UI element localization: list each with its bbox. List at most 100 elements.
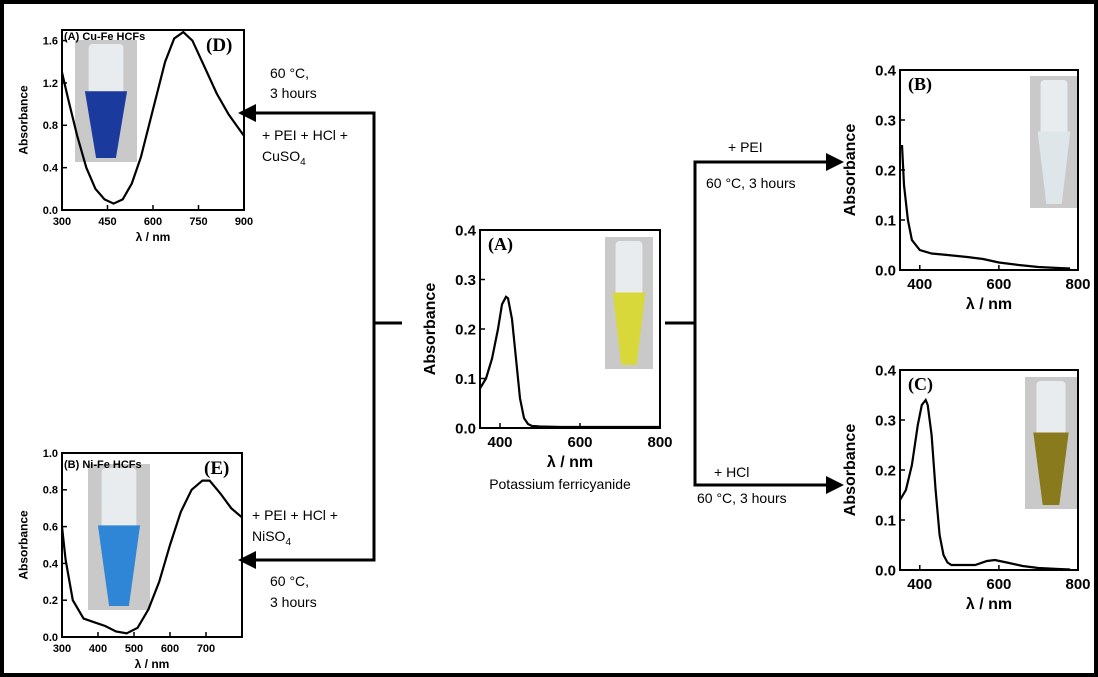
sample-tube-photo xyxy=(1030,76,1078,208)
x-tick-label: 800 xyxy=(1065,276,1090,293)
x-tick-label: 700 xyxy=(197,643,215,655)
y-tick-label: 1.6 xyxy=(43,35,58,47)
panel-tag: (C) xyxy=(908,374,933,395)
plot-frame xyxy=(61,452,243,638)
x-tick-label: 600 xyxy=(986,276,1011,293)
to-d-condition-1: 60 °C, xyxy=(270,65,309,81)
to-e-reagent-1: + PEI + HCl + xyxy=(252,507,338,523)
process-annotations: + PEI 60 °C, 3 hours + HCl 60 °C, 3 hour… xyxy=(252,65,796,610)
to-e-reagent-2: NiSO4 xyxy=(252,528,291,548)
sample-tube-photo xyxy=(1025,377,1077,509)
y-tick-label: 0.4 xyxy=(875,62,897,79)
y-axis-label: Absorbance xyxy=(842,424,859,517)
x-tick-label: 800 xyxy=(647,434,672,451)
arrowhead-to-b xyxy=(826,153,844,171)
y-tick-label: 0.2 xyxy=(875,162,896,179)
y-tick-label: 0.4 xyxy=(455,222,477,239)
panel-tag: (D) xyxy=(206,35,232,56)
y-tick-label: 0.0 xyxy=(875,562,896,579)
x-tick-label: 300 xyxy=(53,216,71,228)
y-tick-label: 0.3 xyxy=(875,412,896,429)
arrowheads xyxy=(238,104,844,569)
y-tick-label: 0.0 xyxy=(43,632,58,644)
tube-glass xyxy=(101,468,137,534)
y-axis-label: Absorbance xyxy=(422,283,439,376)
x-tick-label: 900 xyxy=(235,216,253,228)
to-d-reagent-2: CuSO4 xyxy=(262,148,306,168)
y-tick-label: 0.8 xyxy=(43,485,58,497)
spectrum-line xyxy=(899,397,1071,571)
tube-glass xyxy=(1036,381,1066,441)
x-tick-label: 400 xyxy=(907,576,932,593)
y-axis-label: Absorbance xyxy=(16,510,30,580)
tube-liquid xyxy=(1037,131,1071,204)
arrowhead-to-e xyxy=(238,551,256,569)
to-e-condition-2: 3 hours xyxy=(270,594,317,610)
y-tick-label: 0.1 xyxy=(875,212,896,229)
x-tick-label: 500 xyxy=(125,643,143,655)
y-tick-label: 0.2 xyxy=(43,595,58,607)
x-tick-label: 300 xyxy=(53,643,71,655)
x-tick-label: 600 xyxy=(161,643,179,655)
arrow-to-c-path xyxy=(693,323,832,487)
y-tick-label: 0.4 xyxy=(875,362,897,379)
spectrum-line xyxy=(900,144,1071,270)
to-c-condition: 60 °C, 3 hours xyxy=(697,490,787,506)
panel-title: (A) Cu-Fe HCFs xyxy=(64,31,145,43)
y-tick-label: 0.0 xyxy=(875,262,896,279)
y-tick-label: 0.8 xyxy=(43,120,58,132)
spectrum-line xyxy=(479,295,660,429)
tube-glass xyxy=(88,44,124,99)
x-axis-label: λ / nm xyxy=(135,657,170,671)
x-tick-label: 400 xyxy=(487,434,512,451)
tube-liquid xyxy=(97,525,141,606)
panel-title: (B) Ni-Fe HCFs xyxy=(64,459,142,471)
sample-tube-photo xyxy=(605,237,653,369)
panel-caption: Potassium ferricyanide xyxy=(489,476,631,492)
x-axis-label: λ / nm xyxy=(966,596,1012,613)
sample-tube-photo xyxy=(75,40,137,162)
x-tick-label: 600 xyxy=(144,216,162,228)
x-tick-label: 600 xyxy=(986,576,1011,593)
arrowhead-to-d xyxy=(238,104,256,122)
tube-glass xyxy=(615,241,643,301)
y-tick-label: 0.0 xyxy=(455,420,476,437)
arrowhead-to-c xyxy=(826,476,844,494)
flow-connectors xyxy=(250,111,832,562)
sample-tube-photo xyxy=(88,464,150,610)
y-tick-label: 0.4 xyxy=(43,558,59,570)
arrow-to-b-path xyxy=(665,160,832,325)
to-d-reagent-1: + PEI + HCl + xyxy=(262,127,348,143)
spectrum-line xyxy=(60,30,245,205)
y-tick-label: 0.3 xyxy=(455,272,476,289)
x-tick-label: 450 xyxy=(98,216,116,228)
y-tick-label: 0.2 xyxy=(455,321,476,338)
x-axis-label: λ / nm xyxy=(547,454,593,471)
x-tick-label: 800 xyxy=(1065,576,1090,593)
y-tick-label: 1.2 xyxy=(43,78,58,90)
arrow-to-d-path xyxy=(250,111,402,325)
tube-liquid xyxy=(1033,432,1069,505)
y-tick-label: 0.2 xyxy=(875,462,896,479)
y-axis-label: Absorbance xyxy=(842,124,859,217)
x-tick-label: 750 xyxy=(189,216,207,228)
y-tick-label: 0.1 xyxy=(455,371,476,388)
x-axis-label: λ / nm xyxy=(966,296,1012,313)
panel-c-hcl-spectrum: 0.0 0.1 0.2 0.3 0.4 400 600 800 λ / nm Absorbance… xyxy=(842,362,1091,613)
y-tick-label: 0.1 xyxy=(875,512,896,529)
to-b-reagent: + PEI xyxy=(728,139,763,155)
y-tick-label: 0.3 xyxy=(875,112,896,129)
x-axis-label: λ / nm xyxy=(136,230,171,244)
panel-tag: (E) xyxy=(204,458,229,479)
to-b-condition: 60 °C, 3 hours xyxy=(706,175,796,191)
panel-tag: (A) xyxy=(488,234,513,255)
x-tick-label: 400 xyxy=(89,643,107,655)
arrow-to-e-path xyxy=(250,323,376,562)
